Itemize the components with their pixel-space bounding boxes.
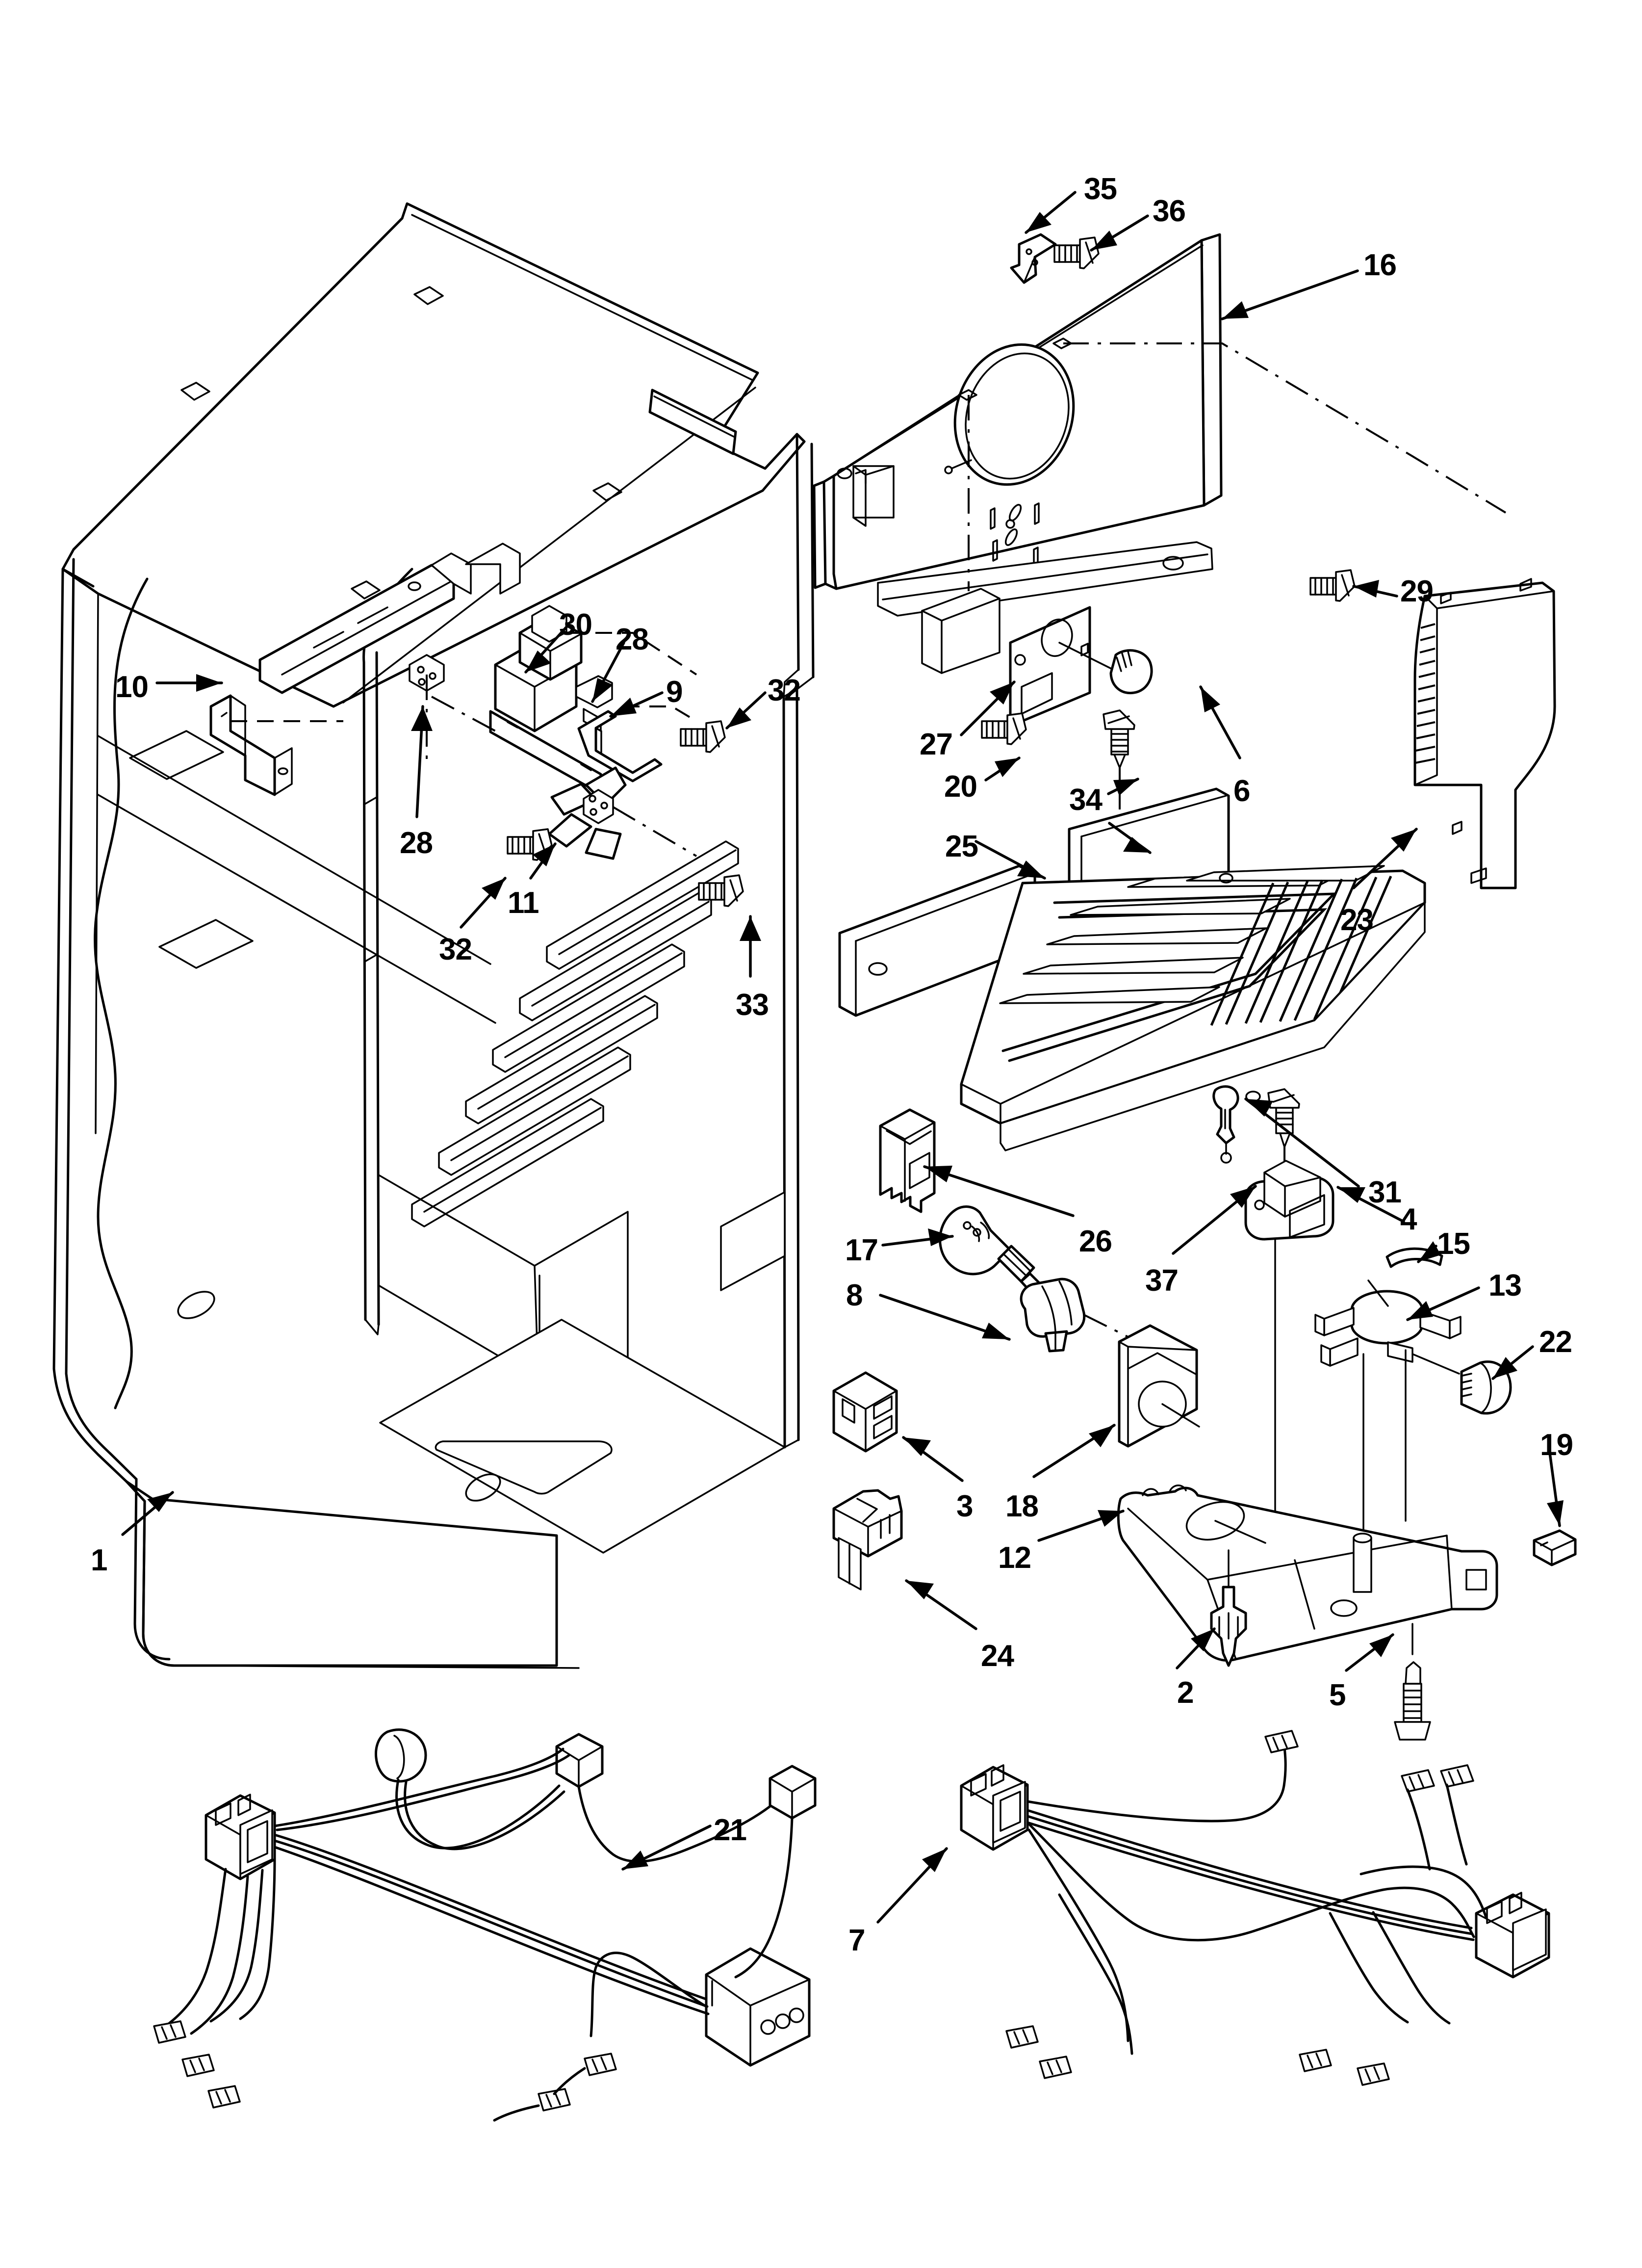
part-13-defrost-thermostat xyxy=(1314,1279,1462,1556)
part-12-drain-pan xyxy=(1117,1485,1498,1662)
part-10-mounting-bracket xyxy=(209,694,293,796)
callout-number-plug-button[interactable]: 6 xyxy=(1233,774,1250,808)
callout-number-screw-shelf[interactable]: 33 xyxy=(736,988,769,1022)
part-31-push-pin xyxy=(1212,1085,1239,1164)
callout-number-screw-tapping[interactable]: 34 xyxy=(1069,783,1103,817)
callout-number-defrost-thermostat[interactable]: 13 xyxy=(1488,1269,1522,1303)
callout-number-screw-trim[interactable]: 29 xyxy=(1400,574,1434,608)
fan-blade xyxy=(548,766,627,860)
spade-terminals-center xyxy=(493,2053,617,2122)
callout-number-screw-motor[interactable]: 32 xyxy=(439,933,472,966)
callout-number-condenser-shroud[interactable]: 25 xyxy=(945,830,978,863)
screw-33 xyxy=(698,874,744,907)
callout-number-grommet[interactable]: 28 xyxy=(616,623,649,656)
part-7-wire-harness xyxy=(960,1730,1550,2086)
callout-number-junction-box[interactable]: 26 xyxy=(1079,1225,1112,1258)
spade-terminals-left xyxy=(153,2020,241,2109)
part-34-screw xyxy=(1103,709,1135,809)
part-19-wire-clip xyxy=(1533,1529,1577,1566)
part-26-junction-box xyxy=(879,1108,936,1213)
part-6-plug-button xyxy=(1109,649,1153,695)
callout-number-drain-plug[interactable]: 2 xyxy=(1177,1676,1194,1710)
callout-number-connector-block[interactable]: 24 xyxy=(981,1639,1014,1673)
callout-number-side-trim-panel[interactable]: 23 xyxy=(1340,903,1374,937)
callout-number-rear-panel[interactable]: 16 xyxy=(1363,248,1397,282)
part-4-relay-overload xyxy=(1244,1088,1334,1514)
callout-number-relay-overload[interactable]: 4 xyxy=(1400,1202,1417,1236)
screw-32-upper xyxy=(680,720,726,753)
part-21-wire-harness xyxy=(153,1728,817,2122)
callout-number-fan-bracket[interactable]: 9 xyxy=(666,675,683,709)
part-29-screw xyxy=(1309,569,1356,602)
callout-number-screw-hinge[interactable]: 36 xyxy=(1153,194,1186,228)
part-17-light-bulb xyxy=(939,1205,1042,1295)
part-3-terminal-block xyxy=(832,1371,898,1453)
grommet-left xyxy=(409,654,445,692)
cabinet-liner-assembly xyxy=(52,202,815,1669)
part-27-bracket xyxy=(1009,606,1114,728)
part-5-hex-screw xyxy=(1394,1623,1431,1741)
grille-ribs xyxy=(999,865,1385,1004)
callout-number-drain-pan[interactable]: 12 xyxy=(998,1541,1031,1575)
callout-number-drain-tube[interactable]: 15 xyxy=(1437,1227,1470,1261)
part-36-screw xyxy=(1053,236,1100,269)
callout-number-screw-hex[interactable]: 5 xyxy=(1329,1678,1346,1712)
callout-number-grommet[interactable]: 28 xyxy=(400,826,433,860)
callout-number-terminal-cover[interactable]: 22 xyxy=(1539,1325,1572,1359)
callout-number-terminal-block[interactable]: 3 xyxy=(956,1489,973,1523)
spade-terminals-right-top xyxy=(1401,1764,1474,1871)
callout-number-push-pin[interactable]: 31 xyxy=(1368,1175,1402,1209)
part-25-condenser-shroud xyxy=(838,787,1426,1151)
leader-lines xyxy=(121,191,1564,1924)
callout-number-cabinet-liner[interactable]: 1 xyxy=(91,1543,107,1577)
shelf-rails xyxy=(411,840,739,1227)
callout-number-wire-harness-right[interactable]: 7 xyxy=(848,1924,865,1957)
callout-number-lamp-socket[interactable]: 8 xyxy=(846,1278,863,1312)
part-20-screw xyxy=(981,712,1027,745)
part-23-side-trim xyxy=(1413,578,1556,889)
callout-number-wire-harness-left[interactable]: 21 xyxy=(714,1813,747,1847)
spade-terminals-right-bottom xyxy=(1005,2025,1390,2086)
callout-number-hinge-bracket[interactable]: 35 xyxy=(1084,172,1117,206)
callout-number-screw-panel[interactable]: 20 xyxy=(944,770,977,804)
callout-number-bracket-rear[interactable]: 27 xyxy=(920,728,953,761)
callout-number-relay-mount[interactable]: 37 xyxy=(1145,1264,1179,1298)
callout-number-screw-motor[interactable]: 32 xyxy=(768,674,801,707)
callout-number-light-bulb[interactable]: 17 xyxy=(845,1233,878,1267)
part-2-drain-plug xyxy=(1210,1549,1247,1667)
callout-number-mounting-bracket[interactable]: 10 xyxy=(115,670,149,704)
part-24-connector-block xyxy=(832,1489,903,1590)
part-35-hinge-bracket xyxy=(1010,233,1057,284)
callout-number-compressor-cover[interactable]: 18 xyxy=(1005,1489,1039,1523)
part-8-lamp-socket xyxy=(1020,1277,1133,1353)
grommet-top xyxy=(531,605,567,643)
part-16-rear-panel xyxy=(813,233,1507,674)
callout-number-wire-clip[interactable]: 19 xyxy=(1540,1428,1573,1462)
callout-number-fan-blade[interactable]: 11 xyxy=(508,886,539,920)
callout-number-fan-motor[interactable]: 30 xyxy=(559,608,592,642)
part-18-compressor-cover xyxy=(1118,1324,1200,1448)
